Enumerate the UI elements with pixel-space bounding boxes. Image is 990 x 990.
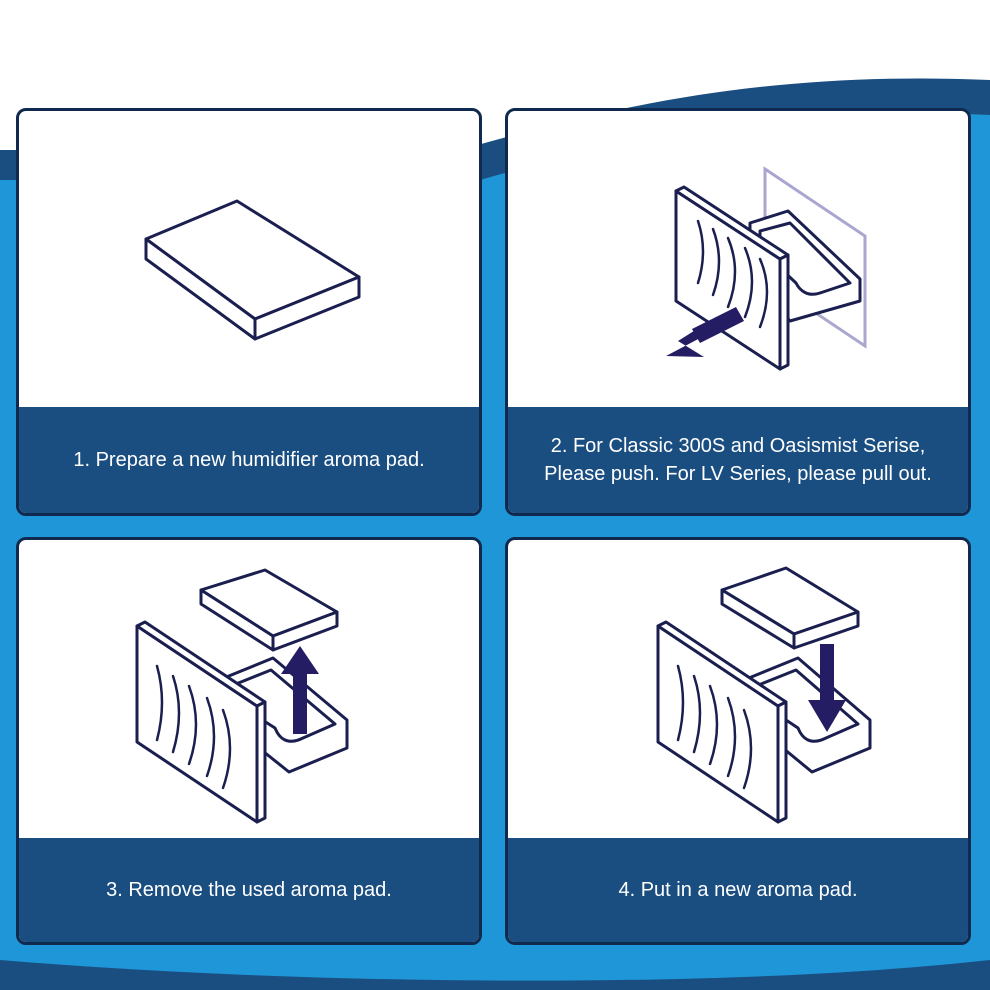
remove-pad-icon bbox=[135, 568, 349, 824]
step-caption-4: 4. Put in a new aroma pad. bbox=[508, 838, 968, 942]
caption-line: 2. For Classic 300S and Oasismist Serise… bbox=[550, 435, 926, 457]
step-card-1: 1. Prepare a new humidifier aroma pad. bbox=[16, 108, 482, 516]
caption-line: 1. Prepare a new humidifier aroma pad. bbox=[73, 449, 425, 471]
step-card-4: 4. Put in a new aroma pad. bbox=[505, 537, 971, 945]
step-caption-3: 3. Remove the used aroma pad. bbox=[19, 838, 479, 942]
caption-line: Please push. For LV Series, please pull … bbox=[544, 463, 932, 485]
step-card-3: 3. Remove the used aroma pad. bbox=[16, 537, 482, 945]
step-card-2: 2. For Classic 300S and Oasismist Serise… bbox=[505, 108, 971, 516]
arrow-icon bbox=[808, 700, 846, 732]
step-caption-1: 1. Prepare a new humidifier aroma pad. bbox=[19, 407, 479, 513]
caption-line: 4. Put in a new aroma pad. bbox=[618, 879, 858, 901]
insert-pad-icon bbox=[656, 566, 872, 824]
caption-line: 3. Remove the used aroma pad. bbox=[106, 879, 392, 901]
step-caption-2: 2. For Classic 300S and Oasismist Serise… bbox=[508, 407, 968, 513]
drawer-pull-out-icon bbox=[666, 166, 867, 371]
aroma-pad-icon bbox=[144, 199, 361, 341]
arrow-icon bbox=[281, 646, 319, 674]
